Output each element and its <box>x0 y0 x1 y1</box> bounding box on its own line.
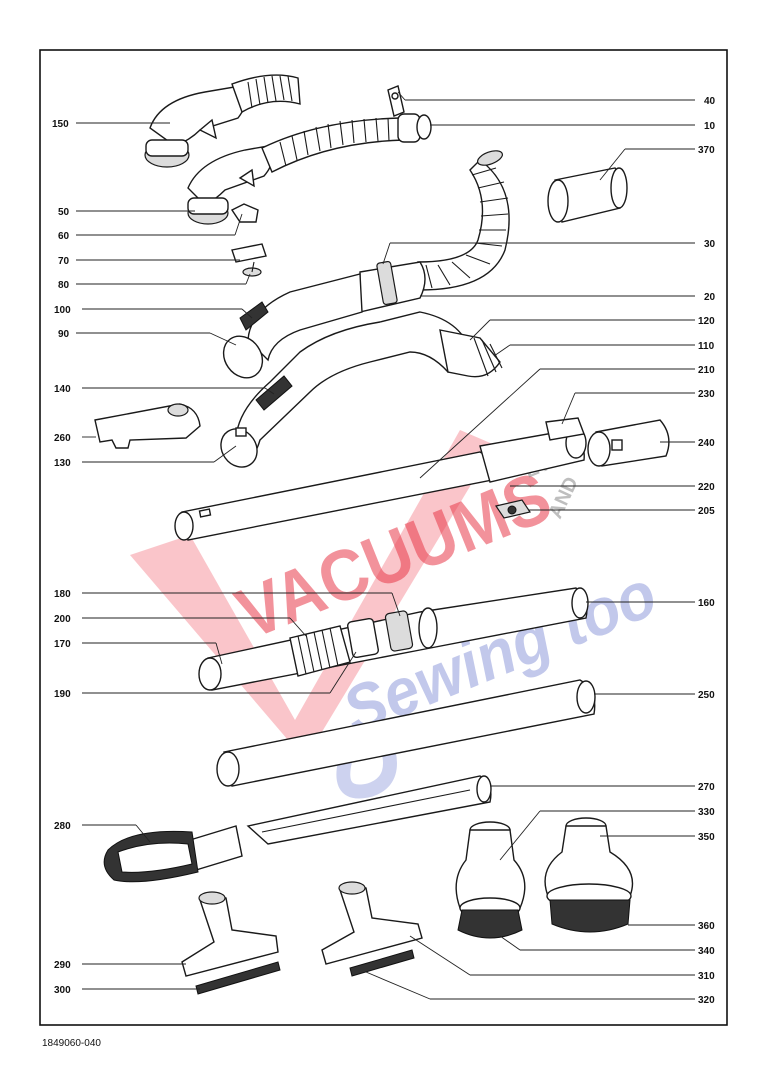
part-340-bristles <box>457 909 523 939</box>
label-340: 340 <box>698 946 715 957</box>
label-220: 220 <box>698 482 715 493</box>
part-drawings <box>94 74 670 995</box>
label-100: 100 <box>54 305 71 316</box>
label-120: 120 <box>698 316 715 327</box>
label-80: 80 <box>58 280 70 291</box>
label-70: 70 <box>58 256 70 267</box>
part-330-round-brush <box>455 821 526 919</box>
label-110: 110 <box>698 341 715 352</box>
part-20-hose-handle <box>222 150 510 379</box>
leader-lines <box>76 91 695 1000</box>
label-40: 40 <box>704 96 716 107</box>
label-140: 140 <box>54 384 71 395</box>
label-320: 320 <box>698 995 715 1006</box>
label-180: 180 <box>54 589 71 600</box>
label-230: 230 <box>698 389 715 400</box>
label-200: 200 <box>54 614 71 625</box>
part-70-bracket <box>231 243 267 263</box>
label-20: 20 <box>704 292 716 303</box>
label-370: 370 <box>698 145 715 156</box>
part-250-wand <box>216 679 596 787</box>
part-260-bracket <box>94 403 201 449</box>
label-50: 50 <box>58 207 70 218</box>
label-290: 290 <box>54 960 71 971</box>
watermark-small2: AND <box>545 474 583 523</box>
label-310: 310 <box>698 971 715 982</box>
part-270-crevice-tool <box>246 775 492 845</box>
label-270: 270 <box>698 782 715 793</box>
label-240: 240 <box>698 438 715 449</box>
part-300-strip <box>195 961 281 995</box>
part-50-coupling <box>187 145 273 225</box>
part-160-telescopic-wand <box>198 587 589 691</box>
label-280: 280 <box>54 821 71 832</box>
label-30: 30 <box>704 239 716 250</box>
part-320-strip <box>349 949 415 977</box>
part-80-screw <box>242 261 262 277</box>
label-360: 360 <box>698 921 715 932</box>
label-160: 160 <box>698 598 715 609</box>
part-290-nozzle <box>181 891 279 977</box>
part-280-brush <box>103 825 243 883</box>
label-350: 350 <box>698 832 715 843</box>
watermark-flourish <box>336 737 397 799</box>
label-205: 205 <box>698 506 715 517</box>
label-250: 250 <box>698 690 715 701</box>
part-150-hose-end <box>144 74 301 168</box>
part-230-clip <box>545 417 585 441</box>
part-205-latch <box>495 499 531 519</box>
part-240-sleeve <box>587 419 670 467</box>
part-60-clip <box>230 203 259 223</box>
label-210: 210 <box>698 365 715 376</box>
part-350-dusting-brush <box>544 817 634 909</box>
label-260: 260 <box>54 433 71 444</box>
diagram-frame <box>39 49 728 1026</box>
part-360-bristles <box>549 899 631 933</box>
label-10: 10 <box>704 121 716 132</box>
document-number: 1849060-040 <box>42 1038 101 1049</box>
part-10-hose <box>261 113 432 173</box>
part-labels: 150 50 60 70 80 100 90 140 260 130 180 2… <box>52 96 716 1006</box>
part-120-handle-tube <box>220 311 503 468</box>
label-130: 130 <box>54 458 71 469</box>
label-300: 300 <box>54 985 71 996</box>
label-150: 150 <box>52 119 69 130</box>
part-40-hook <box>387 85 405 117</box>
label-60: 60 <box>58 231 70 242</box>
label-90: 90 <box>58 329 70 340</box>
label-170: 170 <box>54 639 71 650</box>
label-330: 330 <box>698 807 715 818</box>
label-190: 190 <box>54 689 71 700</box>
part-370-sleeve <box>547 167 628 223</box>
part-310-nozzle <box>321 881 423 965</box>
